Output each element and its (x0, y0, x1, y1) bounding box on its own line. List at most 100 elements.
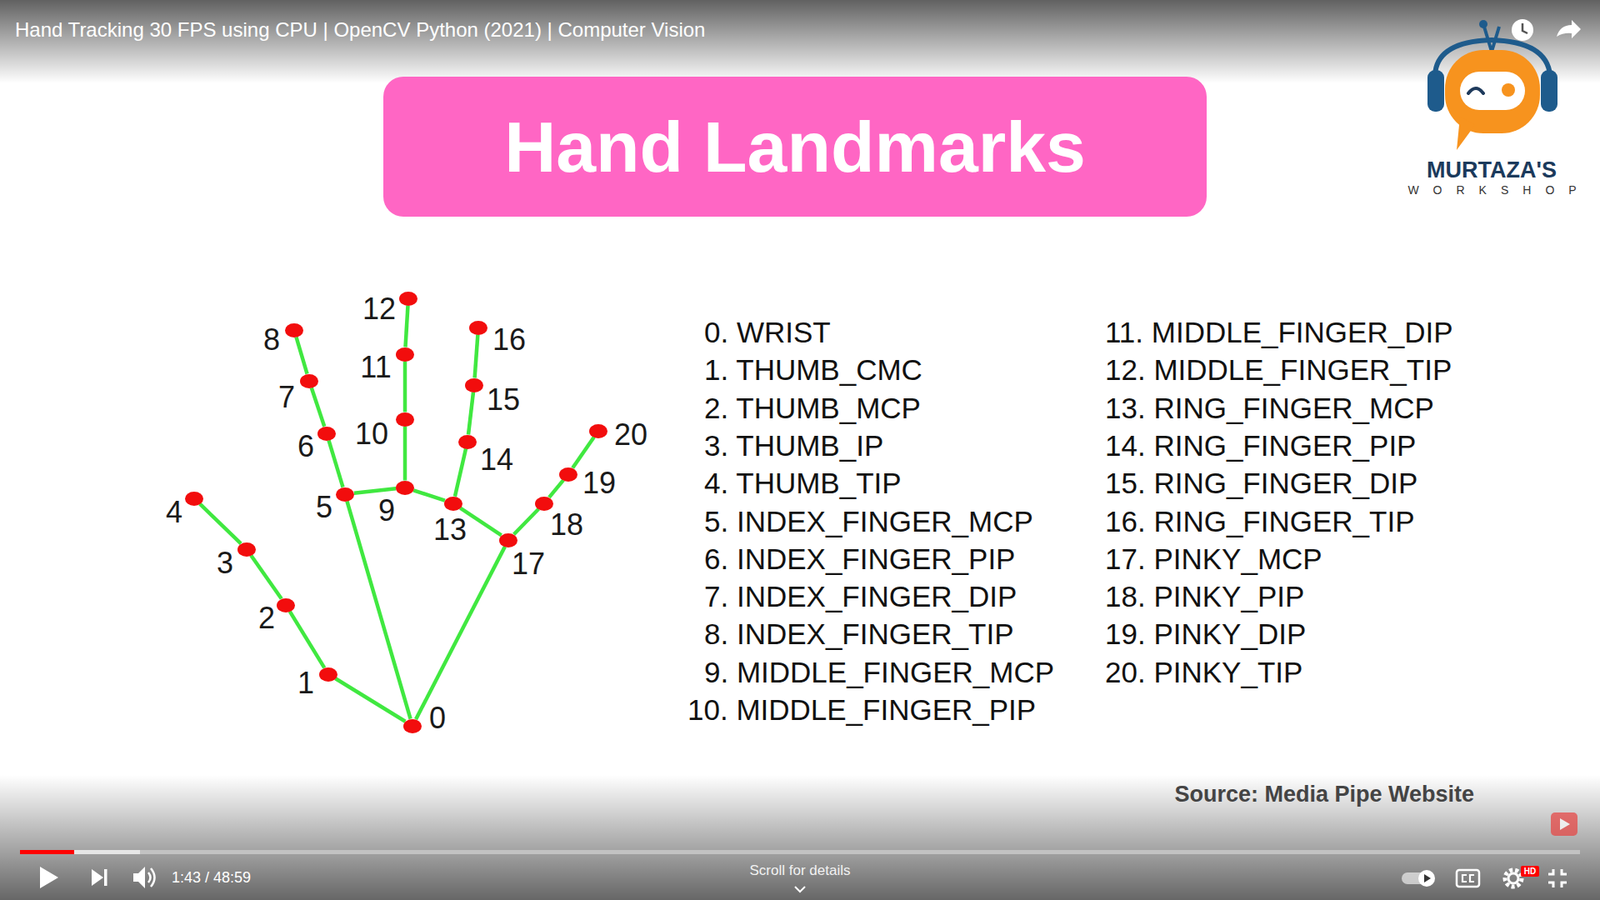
landmark-name: 13. RING_FINGER_MCP (1105, 390, 1435, 425)
landmark-dot: 6 (317, 426, 336, 441)
landmark-dot: 17 (499, 533, 518, 548)
landmark-name: 16. RING_FINGER_TIP (1105, 504, 1415, 538)
landmark-name: 12. MIDDLE_FINGER_TIP (1105, 353, 1452, 387)
fullscreen-button (1548, 869, 1567, 888)
title-text: Hand Landmarks (504, 107, 1086, 187)
bone-connector (403, 361, 408, 413)
bone-connector (455, 448, 466, 496)
landmark-name: 19. PINKY_DIP (1105, 617, 1306, 651)
landmark-dot: 15 (465, 378, 484, 393)
antenna-ball (1479, 20, 1488, 29)
share-icon (1556, 20, 1581, 39)
robot-logo (1427, 20, 1558, 150)
landmark-name: 15. RING_FINGER_DIP (1105, 466, 1418, 500)
time-display: 1:43 / 48:59 (171, 869, 251, 887)
landmark-name: 3. THUMB_IP (704, 429, 884, 463)
landmark-number: 18 (550, 510, 584, 540)
landmark-dot: 9 (395, 480, 415, 495)
landmark-number: 7 (278, 382, 295, 413)
landmark-dot: 18 (535, 496, 554, 511)
source-note: Source: Media Pipe Website (1174, 781, 1475, 808)
subscribe-watermark (1550, 812, 1578, 836)
logo-subtitle: WORKSHOP (1407, 183, 1590, 197)
bubble-tail (1456, 116, 1475, 150)
landmark-number: 9 (378, 495, 395, 526)
landmark-number: 2 (258, 603, 275, 634)
landmark-number: 6 (297, 431, 315, 462)
bone-connector (405, 305, 409, 347)
landmark-dot: 3 (237, 542, 256, 557)
landmark-number: 19 (582, 468, 616, 499)
landmark-name: 11. MIDDLE_FINGER_DIP (1105, 315, 1454, 350)
landmark-number: 15 (486, 385, 520, 415)
landmark-dot: 20 (589, 424, 608, 439)
landmark-name: 4. THUMB_TIP (704, 466, 902, 500)
progress-played (20, 850, 75, 855)
landmark-number: 17 (511, 549, 545, 580)
bone-connector (200, 504, 241, 545)
landmark-name: 0. WRIST (704, 315, 831, 350)
bone-connector (354, 488, 396, 494)
bone-connector (549, 480, 564, 498)
landmark-number: 11 (360, 352, 391, 383)
landmark-name: 6. INDEX_FINGER_PIP (704, 542, 1015, 576)
landmark-number: 20 (614, 420, 648, 450)
bone-connector (328, 440, 343, 487)
captions-button (1456, 870, 1480, 887)
autoplay-toggle (1401, 870, 1435, 887)
bottom-shade (0, 775, 1600, 900)
hd-badge (1520, 865, 1540, 877)
bone-connector (403, 426, 408, 481)
landmark-number: 8 (263, 325, 280, 355)
landmark-number: 3 (216, 548, 234, 579)
landmark-name: 20. PINKY_TIP (1105, 655, 1303, 690)
landmark-name: 18. PINKY_PIP (1105, 580, 1305, 614)
landmark-dot: 7 (300, 374, 319, 389)
landmark-number: 5 (315, 492, 333, 523)
headphone (1540, 70, 1558, 112)
landmark-number: 16 (492, 325, 526, 355)
landmark-number: 12 (362, 294, 396, 325)
bone-connector (311, 387, 325, 427)
landmark-name: 1. THUMB_CMC (704, 353, 923, 387)
landmark-number: 1 (297, 668, 315, 699)
scroll-chevron (795, 886, 805, 892)
volume-button (133, 866, 155, 889)
next-button (91, 869, 108, 886)
title-banner: Hand Landmarks (383, 76, 1207, 217)
landmark-dot: 12 (399, 291, 418, 306)
headphone (1427, 70, 1445, 112)
bone-connector (295, 336, 307, 374)
landmark-name: 2. THUMB_MCP (704, 390, 921, 425)
video-title: Hand Tracking 30 FPS using CPU | OpenCV … (15, 18, 705, 42)
landmark-name: 5. INDEX_FINGER_MCP (704, 504, 1034, 538)
wink-eye (1468, 88, 1484, 94)
bone-connector (415, 546, 505, 720)
scroll-hint: Scroll for details (750, 862, 851, 880)
bone-connector (346, 500, 410, 719)
bone-connector (413, 490, 445, 500)
bone-connector (572, 436, 595, 468)
landmark-dot: 5 (335, 487, 355, 502)
landmark-dot: 11 (395, 347, 415, 362)
landmark-dot: 2 (276, 598, 295, 613)
bone-connector (335, 678, 406, 721)
landmark-dot: 8 (285, 323, 304, 338)
landmark-name: 8. INDEX_FINGER_TIP (704, 617, 1014, 651)
landmark-name: 7. INDEX_FINGER_DIP (704, 580, 1017, 614)
landmark-number: 10 (355, 419, 389, 450)
landmark-dot: 4 (185, 491, 204, 506)
landmark-dot: 1 (319, 667, 338, 682)
landmark-dot: 0 (403, 719, 422, 734)
landmark-dot: 13 (444, 496, 463, 511)
eye (1501, 83, 1515, 97)
landmark-name: 9. MIDDLE_FINGER_MCP (704, 655, 1055, 690)
landmark-number: 13 (433, 515, 467, 545)
landmark-name: 17. PINKY_MCP (1105, 542, 1323, 576)
bone-connector (514, 509, 540, 535)
progress-track (20, 850, 1580, 855)
landmark-name: 14. RING_FINGER_PIP (1105, 429, 1416, 463)
landmark-dot: 19 (559, 467, 578, 482)
hd-badge-text: HD (1524, 866, 1536, 877)
